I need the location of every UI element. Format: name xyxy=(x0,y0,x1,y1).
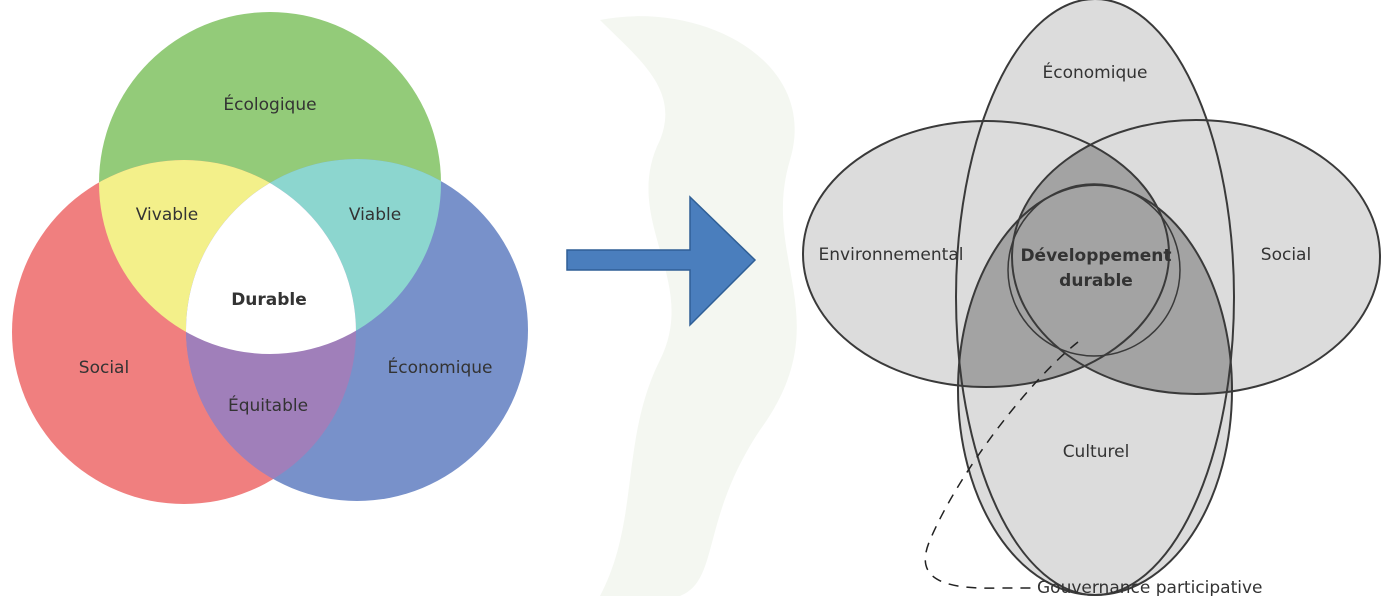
label-ecologique: Écologique xyxy=(223,93,316,115)
label-viable: Viable xyxy=(349,205,401,225)
label-vivable: Vivable xyxy=(136,205,198,225)
label-environnemental: Environnemental xyxy=(819,245,964,265)
outline-culturel xyxy=(957,184,1233,596)
label-social-right: Social xyxy=(1261,245,1311,265)
left-venn-diagram: Écologique Vivable Viable Durable Social… xyxy=(12,12,528,504)
label-culturel: Culturel xyxy=(1063,442,1130,462)
outline-center xyxy=(1007,183,1181,357)
label-developpement: Développement xyxy=(1020,246,1171,266)
label-economique: Économique xyxy=(388,356,493,378)
label-gouvernance: Gouvernance participative xyxy=(1037,578,1263,596)
region-durable xyxy=(186,160,356,354)
label-equitable: Équitable xyxy=(228,394,308,416)
gouvernance-connector xyxy=(924,341,1079,589)
right-arrow-icon xyxy=(566,195,757,327)
label-durable-right: durable xyxy=(1059,271,1133,291)
label-social: Social xyxy=(79,358,129,378)
region-culturel-social xyxy=(1012,185,1232,394)
outline-social xyxy=(1011,119,1381,395)
label-economique-right: Économique xyxy=(1043,61,1148,83)
outline-environnemental xyxy=(802,120,1170,388)
label-durable: Durable xyxy=(231,290,307,310)
right-venn-diagram: Économique Environnemental Social Dévelo… xyxy=(802,0,1381,596)
